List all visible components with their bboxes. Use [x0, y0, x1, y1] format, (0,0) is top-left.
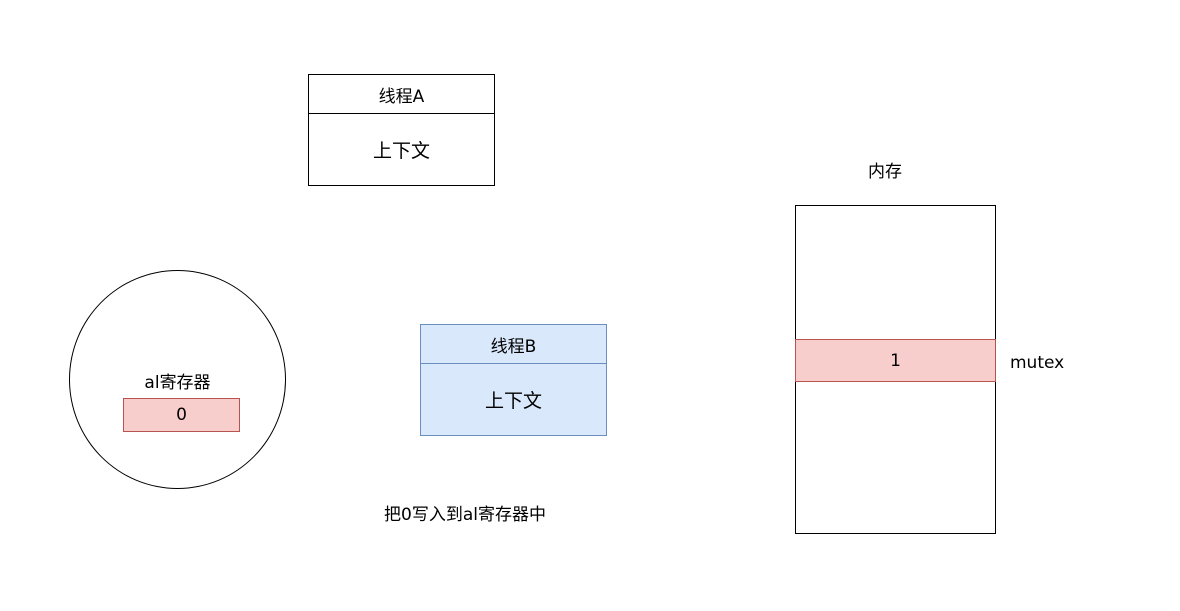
register-label: al寄存器: [144, 372, 211, 393]
mutex-label: mutex: [1010, 353, 1065, 373]
memory-title: 内存: [868, 161, 902, 182]
thread-b-context: 上下文: [484, 389, 542, 412]
register-circle: [69, 270, 286, 489]
thread-b-title: 线程B: [421, 325, 606, 364]
thread-a-box: 线程A 上下文: [308, 74, 495, 186]
register-value-cell: 0: [123, 398, 240, 432]
thread-b-box: 线程B 上下文: [420, 324, 607, 436]
thread-a-title: 线程A: [309, 75, 494, 114]
thread-a-context: 上下文: [372, 139, 430, 162]
caption: 把0写入到al寄存器中: [384, 504, 546, 525]
memory-mutex-cell: 1: [795, 339, 996, 382]
